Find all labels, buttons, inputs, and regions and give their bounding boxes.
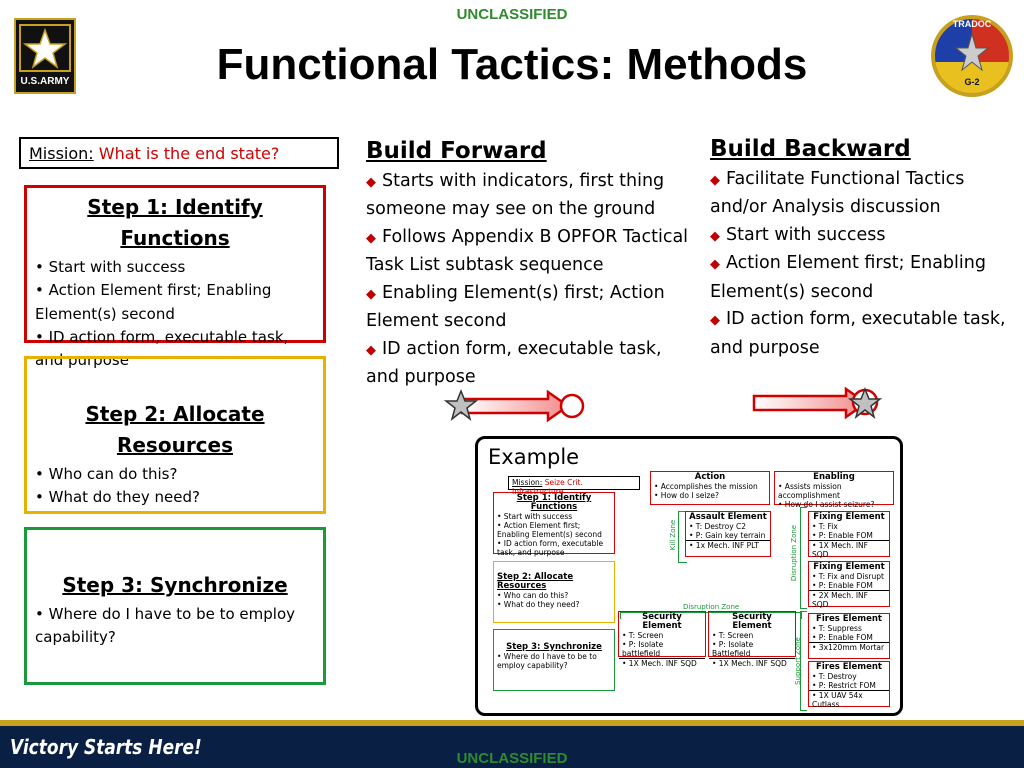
example-fixing-element-2: Fixing Element • T: Fix and Disrupt • P:… bbox=[808, 561, 890, 609]
step2-box: Step 2: Allocate Resources • Who can do … bbox=[24, 356, 326, 514]
build-forward-item: ◆Enabling Element(s) first; Action Eleme… bbox=[366, 282, 665, 332]
tradoc-logo-subtext: G-2 bbox=[964, 77, 980, 87]
example-step3: Step 3: Synchronize • Where do I have to… bbox=[493, 629, 615, 691]
build-backward-item: ◆Facilitate Functional Tactics and/or An… bbox=[710, 168, 965, 218]
disruption-zone-right-bracket bbox=[800, 507, 807, 609]
step2-item: • What do they need? bbox=[35, 488, 200, 507]
tradoc-logo: TRADOC G-2 bbox=[930, 14, 1014, 98]
example-mission: Mission: Seize Crit. Infrastructure bbox=[508, 476, 640, 496]
page-title: Functional Tactics: Methods bbox=[216, 40, 808, 89]
example-step1: Step 1: Identify Functions • Start with … bbox=[493, 492, 615, 557]
classification-bottom: UNCLASSIFIED bbox=[456, 750, 568, 767]
mission-box: Mission: What is the end state? bbox=[19, 137, 339, 169]
step2-title: Step 2: Allocate Resources bbox=[85, 402, 265, 457]
build-backward-section: Build Backward ◆Facilitate Functional Ta… bbox=[710, 136, 1015, 362]
diamond-bullet-icon: ◆ bbox=[710, 228, 720, 244]
build-backward-arrow-icon bbox=[752, 386, 883, 420]
step3-title: Step 3: Synchronize bbox=[62, 573, 288, 597]
footer-slogan: Victory Starts Here! bbox=[10, 735, 202, 759]
example-assault-element: Assault Element • T: Destroy C2 • P: Gai… bbox=[685, 511, 771, 557]
us-army-logo: U.S.ARMY bbox=[14, 18, 76, 94]
diamond-bullet-icon: ◆ bbox=[710, 313, 720, 328]
step1-box: Step 1: Identify Functions • Start with … bbox=[24, 185, 326, 369]
build-forward-item: ◆Starts with indicators, first thing som… bbox=[366, 170, 665, 220]
example-security-element-1: Security Element • T: Screen • P: Isolat… bbox=[618, 611, 706, 668]
example-label: Example bbox=[488, 445, 580, 469]
classification-top: UNCLASSIFIED bbox=[456, 6, 568, 23]
step2-item: • Who can do this? bbox=[35, 465, 178, 483]
step1-title: Step 1: Identify Functions bbox=[87, 195, 263, 250]
example-fixing-element-1: Fixing Element • T: Fix • P: Enable FOM … bbox=[808, 511, 890, 559]
diamond-bullet-icon: ◆ bbox=[710, 172, 720, 188]
mission-question: What is the end state? bbox=[98, 144, 280, 163]
example-fires-element-2: Fires Element • T: Destroy • P: Restrict… bbox=[808, 661, 890, 709]
step1-item: • Start with success bbox=[35, 258, 186, 276]
mission-label: Mission: bbox=[29, 144, 94, 163]
kill-zone-label: Kill Zone bbox=[669, 519, 678, 551]
example-action-box: Action • Accomplishes the mission • How … bbox=[650, 471, 770, 505]
build-backward-item: ◆Start with success bbox=[710, 224, 886, 245]
army-star-icon bbox=[19, 24, 71, 72]
step3-item: • Where do I have to be to employ capabi… bbox=[35, 605, 296, 647]
army-logo-text: U.S.ARMY bbox=[20, 76, 70, 87]
disruption-zone-label: Disruption Zone bbox=[683, 603, 740, 611]
build-forward-item: ◆Follows Appendix B OPFOR Tactical Task … bbox=[366, 226, 689, 276]
build-forward-item: ◆ID action form, executable task, and pu… bbox=[366, 338, 662, 388]
build-forward-arrow-icon bbox=[443, 388, 585, 423]
tradoc-logo-text: TRADOC bbox=[952, 19, 992, 29]
step3-box: Step 3: Synchronize • Where do I have to… bbox=[24, 527, 326, 685]
footer-bar bbox=[0, 720, 1024, 768]
build-forward-title: Build Forward bbox=[366, 138, 547, 164]
diamond-bullet-icon: ◆ bbox=[366, 174, 376, 190]
example-security-element-2: Security Element • T: Screen • P: Isolat… bbox=[708, 611, 796, 668]
step1-item: • Action Element first; Enabling Element… bbox=[35, 281, 272, 323]
disruption-zone-bracket bbox=[620, 612, 802, 619]
step1-item: • ID action form, executable task, and p… bbox=[35, 327, 289, 369]
build-forward-section: Build Forward ◆Starts with indicators, f… bbox=[366, 138, 696, 392]
build-backward-item: ◆Action Element first; Enabling Element(… bbox=[710, 253, 986, 302]
example-fires-element-1: Fires Element • T: Suppress • P: Enable … bbox=[808, 613, 890, 659]
example-step2: Step 2: Allocate Resources • Who can do … bbox=[493, 561, 615, 623]
tradoc-seal-icon bbox=[931, 15, 1013, 97]
diamond-bullet-icon: ◆ bbox=[366, 230, 376, 246]
kill-zone-bracket bbox=[678, 511, 687, 563]
diamond-bullet-icon: ◆ bbox=[366, 342, 376, 358]
build-backward-title: Build Backward bbox=[710, 136, 911, 162]
example-panel: Example Mission: Seize Crit. Infrastruct… bbox=[475, 436, 903, 716]
disruption-zone-side-label: Disruption Zone bbox=[790, 524, 799, 582]
build-backward-item: ◆ID action form, executable task, and pu… bbox=[710, 309, 1006, 358]
diamond-bullet-icon: ◆ bbox=[366, 286, 376, 302]
diamond-bullet-icon: ◆ bbox=[710, 257, 720, 272]
example-enabling-box: Enabling • Assists mission accomplishmen… bbox=[774, 471, 894, 509]
support-zone-bracket bbox=[800, 611, 807, 711]
